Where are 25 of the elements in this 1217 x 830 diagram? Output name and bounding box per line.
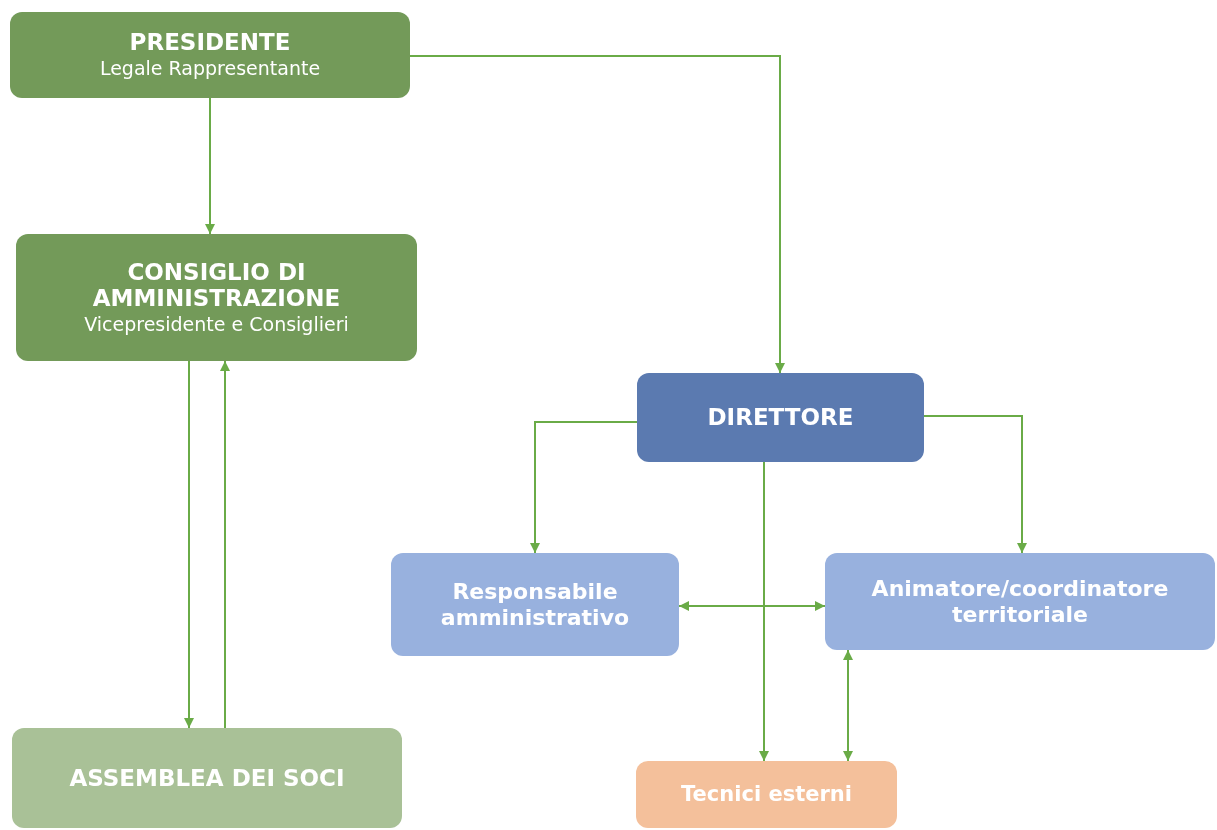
arrow xyxy=(184,360,194,729)
org-box xyxy=(825,553,1215,650)
org-box xyxy=(391,553,679,656)
arrow xyxy=(923,415,1027,554)
box-title: Tecnici esterni xyxy=(681,782,852,807)
arrow xyxy=(759,461,769,762)
arrow xyxy=(409,55,785,374)
org-box xyxy=(637,373,924,462)
box-subtitle: Vicepresidente e Consiglieri xyxy=(84,311,349,337)
box-title: Animatore/coordinatore territoriale xyxy=(870,576,1170,627)
org-box xyxy=(12,728,402,828)
arrow xyxy=(530,421,638,554)
arrow xyxy=(220,360,230,729)
org-box xyxy=(636,761,897,828)
arrow xyxy=(205,97,215,235)
box-title: Responsabile amministrativo xyxy=(439,579,631,630)
org-box xyxy=(16,234,417,361)
arrow xyxy=(678,601,826,611)
arrow xyxy=(843,649,853,762)
box-title: PRESIDENTE xyxy=(129,29,291,56)
box-title: CONSIGLIO DI AMMINISTRAZIONE xyxy=(91,258,342,312)
org-box xyxy=(10,12,410,98)
box-title: DIRETTORE xyxy=(707,404,854,431)
box-subtitle: Legale Rappresentante xyxy=(99,55,321,81)
box-title: ASSEMBLEA DEI SOCI xyxy=(69,764,345,792)
